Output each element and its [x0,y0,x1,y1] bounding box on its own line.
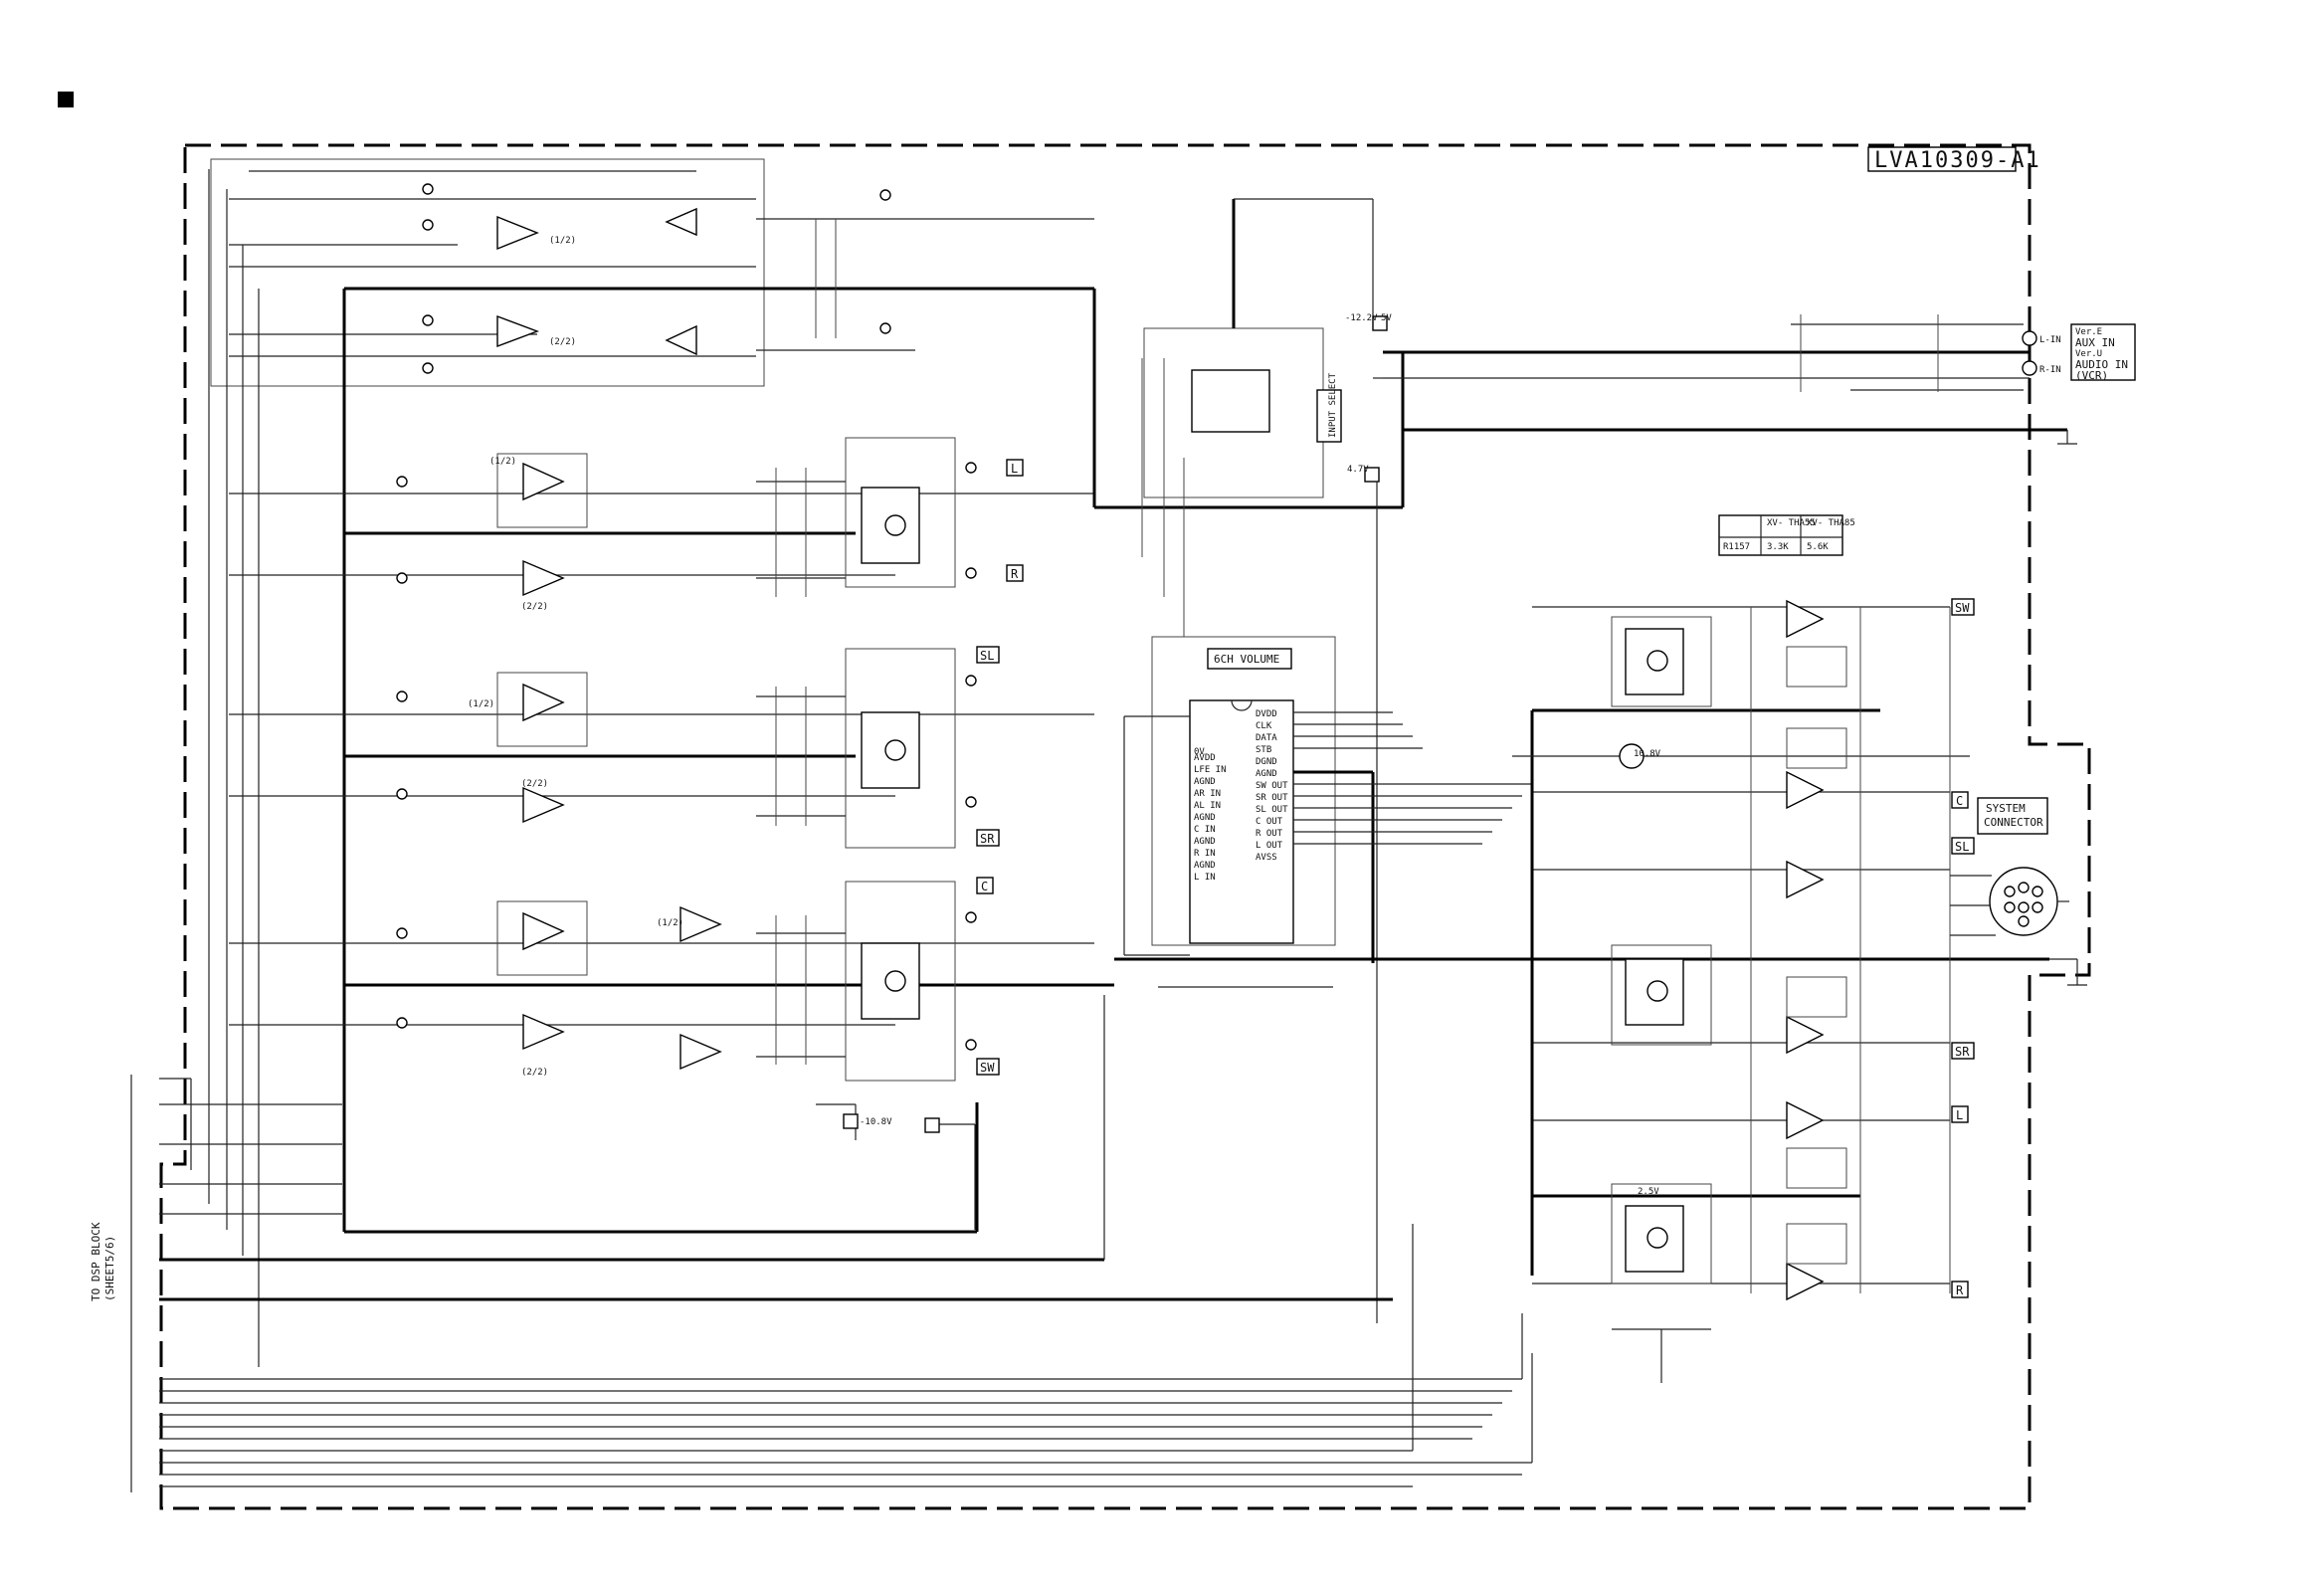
svg-text:TO DSP BLOCK: TO DSP BLOCK [90,1222,102,1301]
svg-text:(2/2): (2/2) [521,1068,548,1078]
out-tag-sl: SL [1955,840,1969,854]
svg-text:5V: 5V [1381,313,1392,323]
channel-tag-c: C [981,880,988,893]
svg-text:SYSTEM: SYSTEM [1986,802,2026,815]
svg-text:(2/2): (2/2) [549,337,576,347]
svg-text:(1/2): (1/2) [657,918,683,928]
black-square-icon [58,92,74,107]
svg-text:AUX IN: AUX IN [2075,336,2115,349]
svg-text:XV- THA85: XV- THA85 [1807,518,1855,528]
voltage-annotations: 10.8V 2.5V 0V [1194,747,1661,1197]
channel-tag-sw: SW [980,1061,995,1075]
ic-pin-right-label: C OUT [1256,817,1283,827]
ic-pin-left-label: L IN [1194,873,1216,883]
ic-pin-right-label: DATA [1256,733,1277,743]
variant-table: XV- THA55 XV- THA85 R1157 3.3K 5.6K [1718,514,1855,556]
svg-text:0V: 0V [1194,747,1205,757]
svg-text:Ver.E: Ver.E [2075,327,2102,337]
svg-text:(VCR): (VCR) [2075,369,2108,382]
svg-text:LVA10309-A1: LVA10309-A1 [1874,148,2041,173]
volume-ic-block: 6CH VOLUME AVDD LFE IN AGND AR IN AL IN AGND C… [1123,636,1532,988]
ic-pin-right-label: CLK [1256,721,1272,731]
jack-label-right: R-IN [2039,365,2061,375]
svg-text:(1/2): (1/2) [468,699,494,709]
system-connector: SYSTEM CONNECTOR [1950,797,2087,986]
channel-tag-sl: SL [980,649,994,663]
svg-text:(2/2): (2/2) [521,602,548,612]
svg-text:4.7V: 4.7V [1347,465,1369,475]
left-amp-rows [396,453,722,1071]
ic-pin-left-label: AVDD [1194,753,1216,763]
out-tag-r: R [1956,1284,1964,1297]
ic-pin-right-label: SW OUT [1256,781,1288,791]
svg-text:(1/2): (1/2) [489,457,516,467]
ic-pin-left-label: R IN [1194,849,1216,859]
ic-pin-right-label: AGND [1256,769,1277,779]
ic-pin-left-label: AR IN [1194,789,1221,799]
svg-text:XV- THA55: XV- THA55 [1767,518,1816,528]
input-amp-cluster [210,158,1094,387]
ic-pin-right-label: L OUT [1256,841,1283,851]
svg-text:10.8V: 10.8V [1634,749,1661,759]
svg-text:AUDIO IN: AUDIO IN [2075,358,2128,371]
ic-pin-left-label: LFE IN [1194,765,1227,775]
ic-pin-left-label: C IN [1194,825,1216,835]
aux-input-jacks: L-IN R-IN Ver.E AUX IN Ver.U AUDIO IN (V… [1791,314,2136,445]
dsp-trunk [159,995,1533,1487]
svg-text:INPUT SELECT: INPUT SELECT [1328,372,1338,438]
ic-pin-right-label: SL OUT [1256,805,1288,815]
ic-pin-right-label: STB [1256,745,1271,755]
out-tag-sw: SW [1955,601,1970,615]
main-buses: -10.8V [344,957,2049,1234]
ic-pin-right-label: SR OUT [1256,793,1288,803]
ic-pin-left-label: AGND [1194,837,1216,847]
svg-text:3.3K: 3.3K [1767,542,1789,552]
svg-text:(SHEET5/6): (SHEET5/6) [103,1236,116,1301]
right-channel-tags: SW C SL SR L R [1951,598,1975,1298]
out-tag-l: L [1956,1108,1963,1122]
left-bus-lines [208,169,1114,1367]
out-tag-sr: SR [1955,1045,1970,1059]
svg-text:(2/2): (2/2) [521,779,548,789]
svg-text:CONNECTOR: CONNECTOR [1984,816,2043,829]
svg-text:(1/2): (1/2) [549,236,576,246]
ic-pin-left-label: AGND [1194,777,1216,787]
left-transistor-packs [756,437,977,1082]
ic-pin-left-label: AGND [1194,813,1216,823]
out-tag-c: C [1956,794,1963,808]
board-outline [159,143,2091,1510]
svg-text:Ver.U: Ver.U [2075,349,2102,359]
left-channel-tags: L R SL SR C SW [976,459,1024,1076]
svg-text:R1157: R1157 [1723,542,1750,552]
ic-pin-left-label: AL IN [1194,801,1221,811]
svg-text:2.5V: 2.5V [1638,1187,1659,1197]
dsp-block-note: TO DSP BLOCK (SHEET5/6) [90,1075,132,1492]
board-id-label: LVA10309-A1 [1867,146,2041,173]
svg-text:5.6K: 5.6K [1807,542,1829,552]
ic-pin-right-label: AVSS [1256,853,1277,863]
jack-label-left: L-IN [2039,335,2061,345]
ic-pin-left-label: AGND [1194,861,1216,871]
svg-text:-10.8V: -10.8V [860,1117,892,1127]
channel-tag-l: L [1011,462,1018,476]
ic-pin-right-label: DVDD [1256,709,1277,719]
channel-tag-sr: SR [980,832,995,846]
svg-text:-12.2V: -12.2V [1345,313,1378,323]
channel-tag-r: R [1011,567,1019,581]
volume-block-title: 6CH VOLUME [1214,653,1279,666]
ic-pin-right-label: R OUT [1256,829,1283,839]
right-output-section [1512,599,1970,1383]
opamp-part-labels: (1/2) (2/2) (1/2) (2/2) (1/2) (2/2) (1/2… [468,236,683,1078]
input-select-block: INPUT SELECT -12.2V 5V 4.7V [1092,198,2067,1323]
ic-pin-right-label: DGND [1256,757,1277,767]
